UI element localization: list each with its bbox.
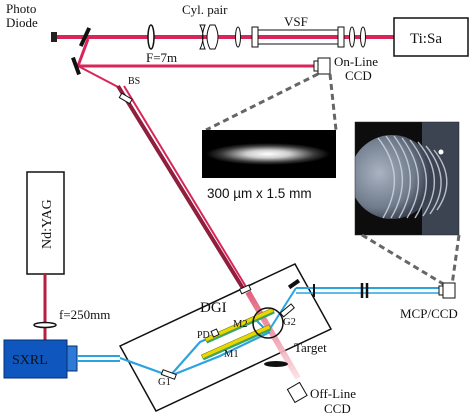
mcp-fringe-image [355,122,459,235]
ir-beam-fold [76,38,90,67]
nd-yag-laser [26,171,65,275]
callout-dash-1 [205,72,319,132]
mcp-ccd-label: MCP/CCD [400,306,458,321]
ir-beam-diagonal [77,65,121,89]
m2-label: M2 [233,319,248,330]
dgi-exit-mirror [287,278,301,290]
target-icon [264,361,288,367]
ti-sa-laser [393,17,469,57]
callout-dash-2 [328,73,338,131]
g2-label: G2 [283,317,296,328]
ti-sa-label: Ti:Sa [410,31,442,47]
xray-path-2 [169,331,271,378]
focal-7m-label: F=7m [146,50,177,65]
fold-mirror-1 [78,27,92,47]
grating-g1 [160,369,177,380]
pd-detector-icon [210,328,220,338]
photo-diode-icon [51,32,57,42]
on-line-ccd-label-2: CCD [345,68,372,83]
xray-path-3 [267,287,297,333]
mirror-m2-base [206,311,275,344]
target-label: Target [294,340,327,355]
sxrl-label: SXRL [12,353,48,368]
vsf-lens-right [349,26,355,48]
m1-label: M1 [224,349,239,360]
nd-yag-label: Nd:YAG [40,199,55,249]
dgi-window [238,284,252,295]
callout-dash-4 [450,234,461,286]
vsf-cap-right [337,26,345,48]
beam-spot-dim-label: 300 µm x 1.5 mm [207,186,312,201]
photo-diode-label-2: Diode [6,15,38,30]
mirror-m1-base [202,328,272,361]
target-chamber-circle [252,307,284,339]
pd-label: PD [197,330,210,341]
focal-250mm-label: f=250mm [59,307,110,322]
pump-beam-exit [245,290,301,380]
beam-spot [206,143,330,165]
sxrl-nozzle [66,345,78,372]
vsf-label: VSF [284,14,308,29]
cyl-pair-label: Cyl. pair [182,2,228,17]
bs-label: BS [128,76,140,87]
fold-mirror-2 [71,56,81,76]
xray-path-1 [119,316,269,378]
on-line-ccd-label-1: On-Line [334,54,378,69]
pump-beam-a [116,84,246,292]
on-line-ccd-icon [317,57,331,75]
cyl-lens-2-icon [206,24,219,50]
photo-diode-label-1: Photo [6,1,36,16]
mcp-ccd-icon [442,282,456,299]
vsf-lens-right-2 [360,26,366,48]
off-line-ccd-label-2: CCD [324,401,351,416]
lens-250mm-icon [33,321,57,329]
mcp-fringe-frame [354,121,460,236]
pump-beam-b [123,85,249,291]
vsf-cap-left [251,26,259,48]
callout-dash-3 [361,233,446,287]
vsf-lens-left [235,26,241,48]
sxrl-source [3,339,68,379]
off-line-ccd-icon [286,381,308,404]
cyl-lens-1-icon [199,24,206,50]
g1-label: G1 [158,377,171,388]
lens-7m-icon [147,24,155,50]
on-line-ccd-lens [313,60,319,72]
mcp-ccd-lens [438,285,444,296]
beam-splitter [118,92,133,105]
grating-g2 [279,303,295,318]
off-line-ccd-label-1: Off-Line [310,386,356,401]
dgi-label: DGI [200,300,227,316]
